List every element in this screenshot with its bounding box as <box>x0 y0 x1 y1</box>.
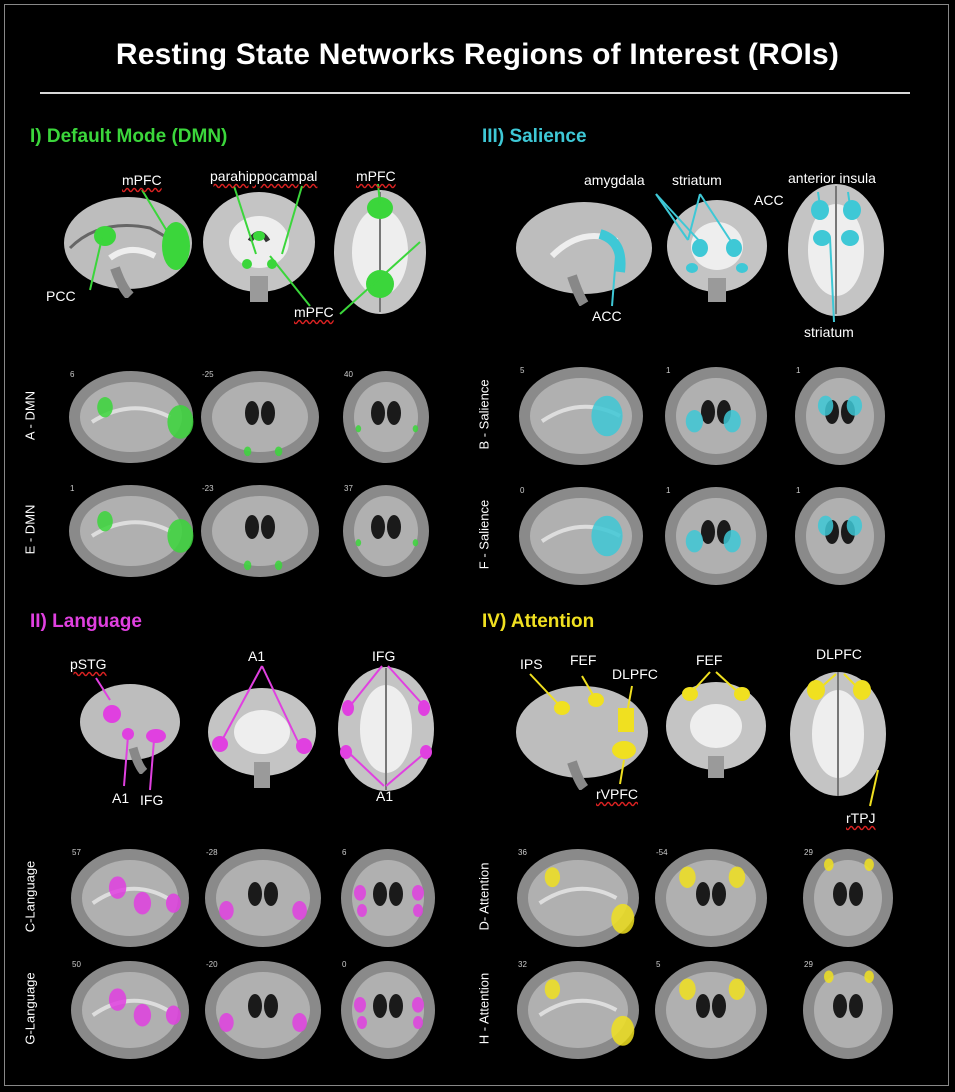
patient-scan-dmn: -23 <box>198 482 322 580</box>
salience-template-coronal <box>664 196 770 304</box>
slice-number: 57 <box>72 848 81 857</box>
patient-scan-attention: 29 <box>800 958 896 1062</box>
patient-scan-dmn: 6 <box>66 368 196 466</box>
salience-template-axial <box>784 180 888 320</box>
label-pcc: PCC <box>46 288 76 304</box>
patient-scan-attention: 32 <box>514 958 642 1062</box>
patient-scan-attention: 29 <box>800 846 896 950</box>
slice-number: 29 <box>804 960 813 969</box>
label-mpfc: mPFC <box>356 168 396 184</box>
slice-number: 5 <box>520 366 525 375</box>
slice-number: -54 <box>656 848 668 857</box>
slice-number: 40 <box>344 370 353 379</box>
slice-number: 1 <box>70 484 75 493</box>
label-dlpfc: DLPFC <box>612 666 658 682</box>
label-rvpfc: rVPFC <box>596 786 638 802</box>
patient-scan-attention: 36 <box>514 846 642 950</box>
slice-number: 1 <box>666 366 671 375</box>
label-a1: A1 <box>376 788 394 804</box>
row-label-language: C-Language <box>22 860 38 933</box>
patient-scan-dmn: 1 <box>66 482 196 580</box>
dmn-template-coronal <box>200 186 318 304</box>
label-striatum: striatum <box>804 324 854 340</box>
label-anterior-insula: anterior insula <box>788 170 876 186</box>
slice-number: 1 <box>666 486 671 495</box>
salience-heading: III) Salience <box>482 126 587 147</box>
patient-scan-salience: 1 <box>662 484 770 588</box>
label-acc: ACC <box>592 308 622 324</box>
label-pstg: pSTG <box>70 656 107 672</box>
label-fef: FEF <box>696 652 723 668</box>
label-amygdala: amygdala <box>584 172 645 188</box>
slice-number: 32 <box>518 960 527 969</box>
slice-number: 5 <box>656 960 661 969</box>
language-template-sagittal <box>78 678 182 774</box>
slice-number: 37 <box>344 484 353 493</box>
slice-number: -20 <box>206 960 218 969</box>
label-mpfc: mPFC <box>294 304 334 320</box>
label-ifg: IFG <box>140 792 164 808</box>
row-label-dmn: E - DMN <box>22 504 38 555</box>
figure-title: Resting State Networks Regions of Intere… <box>115 38 840 71</box>
language-template-axial <box>334 664 438 794</box>
row-label-language: G-Language <box>22 972 38 1045</box>
patient-scan-language: 0 <box>338 958 438 1062</box>
patient-scan-language: -20 <box>202 958 324 1062</box>
row-label-attention: H - Attention <box>476 972 492 1045</box>
slice-number: 6 <box>342 848 347 857</box>
label-a1: A1 <box>112 790 130 806</box>
patient-scan-salience: 1 <box>662 364 770 468</box>
title-divider <box>40 92 910 94</box>
patient-scan-language: 6 <box>338 846 438 950</box>
label-striatum: striatum <box>672 172 722 188</box>
slice-number: -25 <box>202 370 214 379</box>
label-acc: ACC <box>754 192 784 208</box>
label-a1: A1 <box>248 648 266 664</box>
dmn-template-sagittal <box>60 188 200 298</box>
slice-number: 36 <box>518 848 527 857</box>
label-mpfc: mPFC <box>122 172 162 188</box>
patient-scan-language: 57 <box>68 846 192 950</box>
salience-template-sagittal <box>512 196 656 306</box>
label-fef: FEF <box>570 652 597 668</box>
attention-template-sagittal <box>512 680 652 790</box>
attention-template-axial <box>786 668 890 800</box>
patient-scan-salience: 1 <box>792 364 888 468</box>
patient-scan-salience: 5 <box>516 364 646 468</box>
attention-template-coronal <box>664 680 768 780</box>
slice-number: -28 <box>206 848 218 857</box>
label-ifg: IFG <box>372 648 396 664</box>
patient-scan-dmn: 37 <box>340 482 432 580</box>
label-parahippocampal: parahippocampal <box>210 168 318 184</box>
patient-scan-language: -28 <box>202 846 324 950</box>
attention-heading: IV) Attention <box>482 611 595 632</box>
slice-number: 6 <box>70 370 75 379</box>
label-dlpfc: DLPFC <box>816 646 862 662</box>
slice-number: -23 <box>202 484 214 493</box>
slice-number: 0 <box>342 960 347 969</box>
dmn-heading: I) Default Mode (DMN) <box>30 126 228 147</box>
patient-scan-attention: -54 <box>652 846 770 950</box>
slice-number: 50 <box>72 960 81 969</box>
slice-number: 1 <box>796 366 801 375</box>
row-label-dmn: A - DMN <box>22 390 38 441</box>
dmn-template-axial <box>330 186 430 318</box>
patient-scan-language: 50 <box>68 958 192 1062</box>
row-label-salience: F - Salience <box>476 499 492 570</box>
language-template-coronal <box>204 684 320 790</box>
label-rtpj: rTPJ <box>846 810 876 826</box>
patient-scan-salience: 0 <box>516 484 646 588</box>
language-heading: II) Language <box>30 611 142 632</box>
row-label-attention: D- Attention <box>476 862 492 931</box>
patient-scan-dmn: -25 <box>198 368 322 466</box>
slice-number: 0 <box>520 486 525 495</box>
row-label-salience: B - Salience <box>476 379 492 450</box>
label-ips: IPS <box>520 656 543 672</box>
slice-number: 29 <box>804 848 813 857</box>
patient-scan-salience: 1 <box>792 484 888 588</box>
slice-number: 1 <box>796 486 801 495</box>
patient-scan-dmn: 40 <box>340 368 432 466</box>
figure-frame <box>4 4 949 1086</box>
patient-scan-attention: 5 <box>652 958 770 1062</box>
